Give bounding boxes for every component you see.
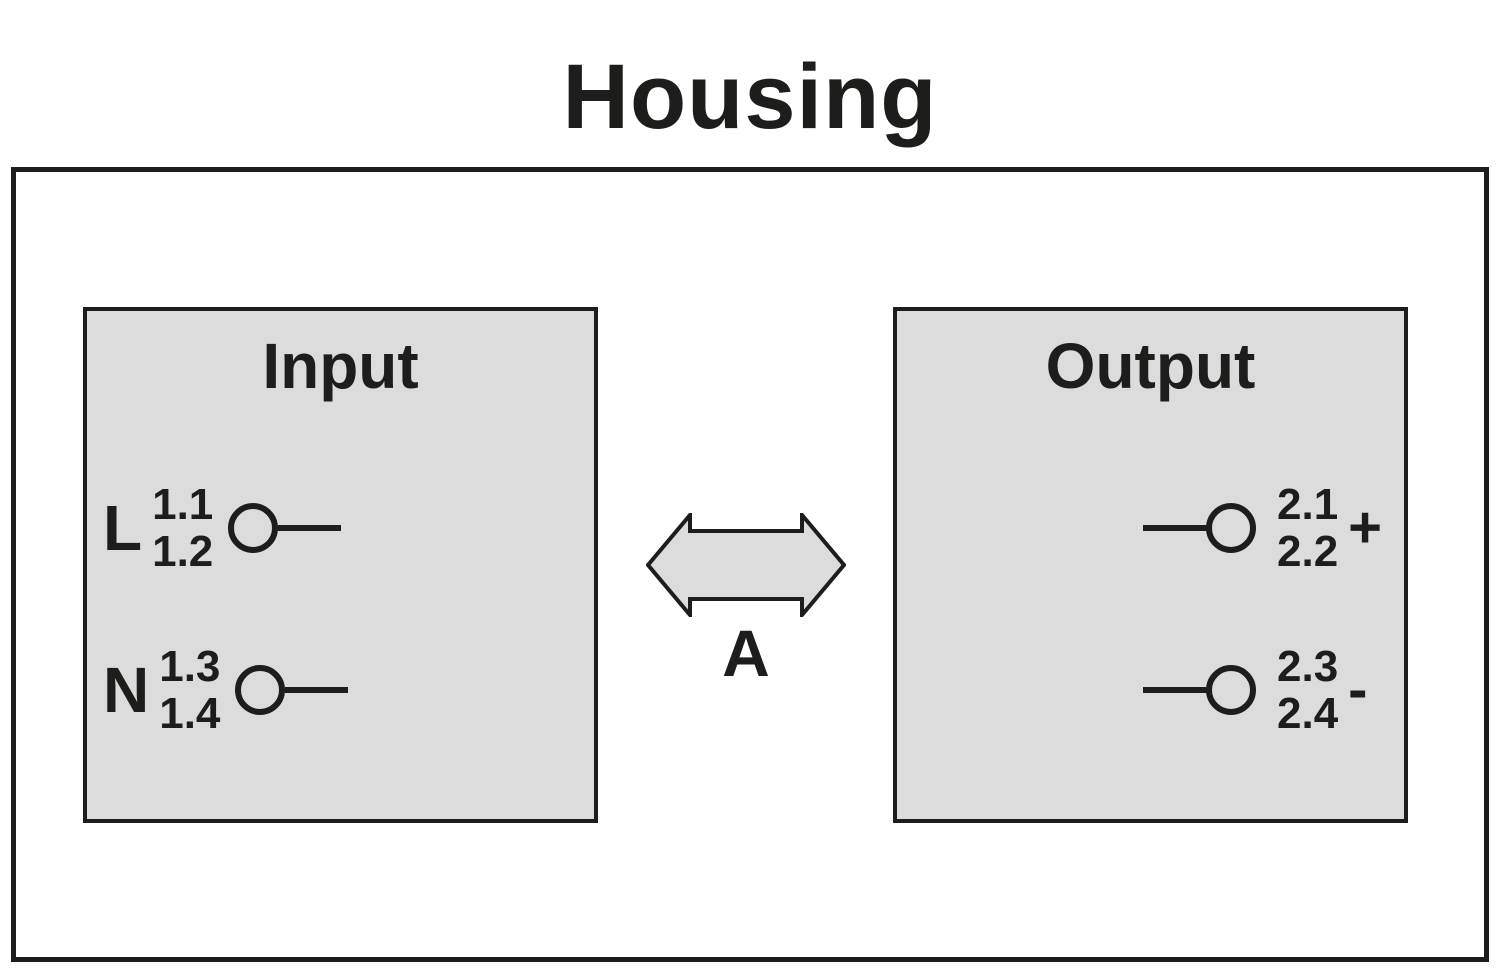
output-panel: Output 2.1 2.2 + 2.3 2 <box>893 307 1408 823</box>
terminal-name-N: N <box>103 654 150 726</box>
terminal-number-bottom: 1.4 <box>159 689 221 738</box>
input-panel-label: Input <box>262 330 419 402</box>
polarity-plus-sign: + <box>1348 495 1383 560</box>
terminal-number-bottom: 1.2 <box>152 527 214 576</box>
terminal-number-top: 1.1 <box>152 480 214 529</box>
terminal-connector-icon <box>228 503 342 553</box>
terminal-connector-icon <box>235 665 349 715</box>
input-terminal-row-L: L 1.1 1.2 <box>87 481 594 575</box>
terminal-numbers: 1.1 1.2 <box>152 481 213 575</box>
terminal-numbers: 2.1 2.2 <box>1277 481 1338 575</box>
double-arrow-shape <box>645 509 847 621</box>
output-panel-label: Output <box>1045 330 1256 402</box>
diagram-title: Housing <box>562 46 938 148</box>
terminal-numbers: 1.3 1.4 <box>159 643 220 737</box>
polarity-minus-sign: - <box>1348 657 1368 722</box>
housing-box: Input L 1.1 1.2 N 1.3 1.4 <box>11 167 1489 962</box>
terminal-number-top: 2.1 <box>1277 480 1339 529</box>
input-panel: Input L 1.1 1.2 N 1.3 1.4 <box>83 307 598 823</box>
input-terminal-row-N: N 1.3 1.4 <box>87 643 594 737</box>
terminal-number-top: 2.3 <box>1277 642 1339 691</box>
arrow-label: A <box>722 616 770 690</box>
terminal-name-L: L <box>103 492 143 564</box>
output-terminal-row-plus: 2.1 2.2 + <box>897 481 1404 575</box>
terminal-circle <box>1206 503 1256 553</box>
terminal-circle <box>1206 665 1256 715</box>
terminal-circle <box>235 665 286 715</box>
terminal-circle <box>228 503 279 553</box>
terminal-numbers: 2.3 2.4 <box>1277 643 1338 737</box>
output-terminal-row-minus: 2.3 2.4 - <box>897 643 1404 737</box>
terminal-connector-icon <box>1143 503 1256 553</box>
terminal-connector-icon <box>1143 665 1256 715</box>
terminal-number-top: 1.3 <box>159 642 221 691</box>
terminal-number-bottom: 2.2 <box>1277 527 1339 576</box>
double-arrow-icon <box>645 509 847 621</box>
terminal-number-bottom: 2.4 <box>1277 689 1339 738</box>
double-arrow-svg <box>645 509 847 621</box>
